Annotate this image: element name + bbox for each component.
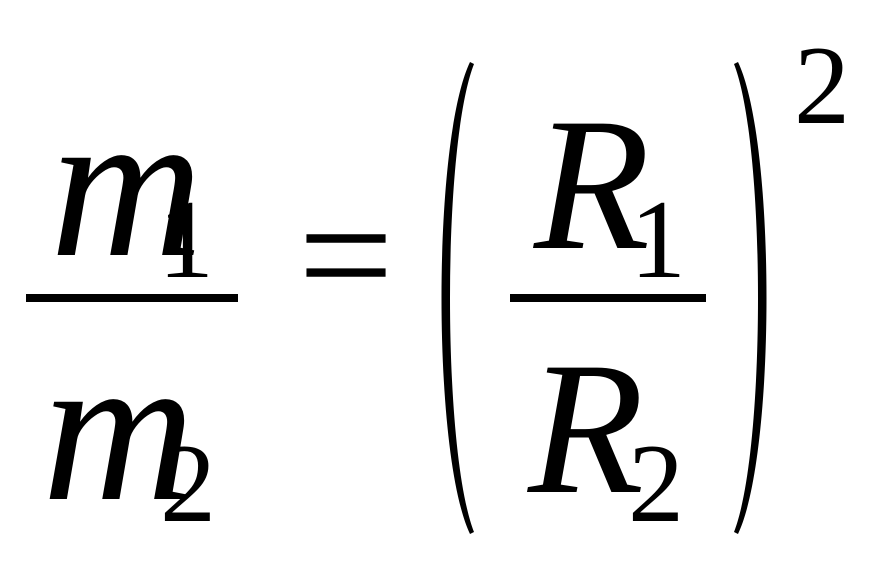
right-denominator-subscript: 2 [628, 422, 684, 546]
right-denominator-symbol: R [528, 324, 645, 534]
right-parenthesis [734, 62, 767, 534]
left-fraction-bar [26, 294, 238, 302]
left-denominator-subscript: 2 [160, 422, 216, 546]
equals-sign: = [298, 161, 394, 349]
left-parenthesis [441, 62, 474, 534]
left-numerator-symbol: m [50, 66, 204, 301]
left-denominator-symbol: m [42, 310, 196, 545]
left-numerator-subscript: 1 [158, 178, 214, 302]
exponent: 2 [794, 24, 850, 148]
right-fraction-bar [510, 294, 706, 302]
right-numerator-subscript: 1 [630, 178, 686, 302]
right-numerator-symbol: R [534, 80, 651, 290]
